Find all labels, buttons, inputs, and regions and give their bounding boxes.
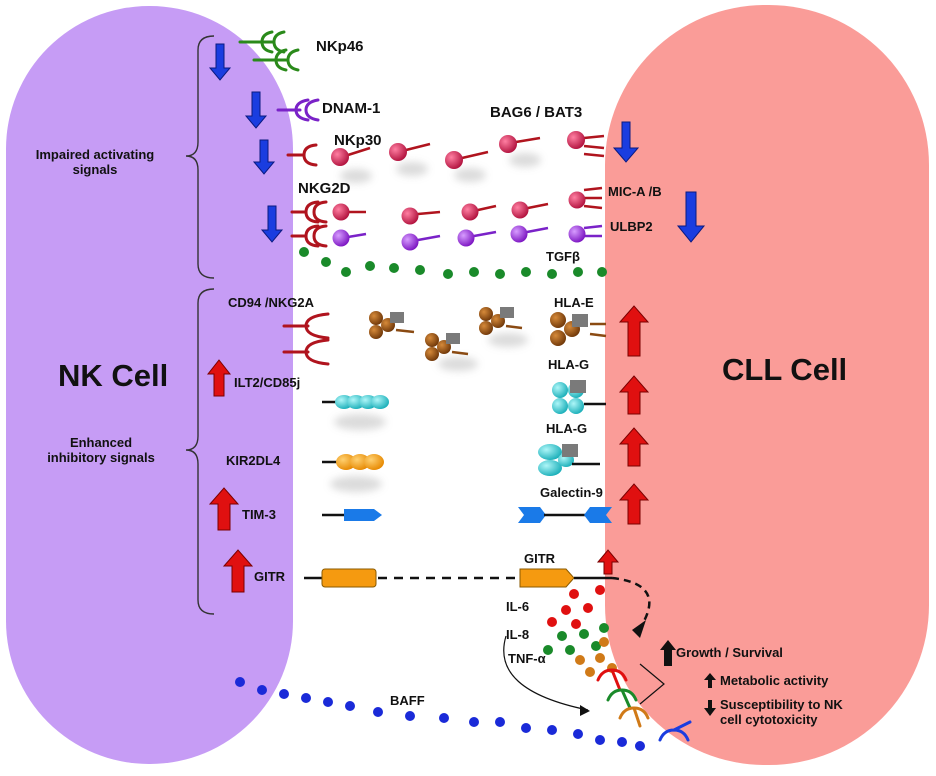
metabolic-activity-label: Metabolic activity: [720, 673, 829, 688]
down-arrows: [208, 43, 706, 243]
down-arrow-icon: [244, 91, 268, 129]
galectin9-label: Galectin-9: [540, 485, 603, 500]
cd94-nkg2a-receptor: [282, 312, 330, 366]
down-arrow-icon: [676, 191, 706, 243]
kir2dl4-receptor: [322, 454, 384, 470]
il6-label: IL-6: [506, 599, 530, 614]
nkp46-label: NKp46: [316, 38, 364, 55]
gitr-cll-label: GITR: [524, 551, 556, 566]
effects-bracket: [639, 663, 665, 705]
cytokine-receptors: [596, 668, 692, 742]
down-arrow-icon: [260, 205, 284, 243]
dnam1-receptor: [276, 98, 320, 122]
bag6-ligands: [331, 131, 605, 169]
up-arrow-icon: [618, 427, 650, 467]
down-arrow-icon: [252, 139, 276, 175]
up-arrow-icon: [618, 305, 650, 357]
hla-e-label: HLA-E: [554, 295, 594, 310]
gitr-interaction: [304, 568, 651, 638]
ilt2-label: ILT2/CD85j: [234, 375, 301, 390]
up-arrow-icon: [660, 640, 676, 666]
tgfb-label: TGFβ: [546, 249, 580, 264]
nkg2d-receptor: [290, 200, 328, 248]
enhanced-inhibitory-label: Enhanced inhibitory signals: [47, 435, 155, 465]
inhibitory-bracket: [185, 288, 215, 615]
activating-bracket: [185, 35, 215, 279]
hla-g-label-1: HLA-G: [548, 357, 590, 372]
hla-g-1-complex: [552, 380, 606, 414]
tgfb-dots: [299, 247, 607, 279]
il6-dots: [547, 585, 605, 629]
tim3-label: TIM-3: [242, 507, 276, 522]
growth-survival-label: Growth / Survival: [676, 645, 783, 660]
ilt2-receptor: [322, 395, 389, 409]
ulbp2-ligands: [332, 224, 603, 251]
down-arrow-icon: [208, 43, 232, 81]
ulbp2-label: ULBP2: [610, 219, 653, 234]
gitr-nk-label: GITR: [254, 569, 286, 584]
up-arrow-icon: [618, 375, 650, 415]
nkp30-label: NKp30: [334, 132, 382, 149]
up-arrow-icon: [596, 549, 620, 575]
hla-e-complexes: [369, 307, 607, 361]
down-arrow-icon: [612, 121, 640, 163]
up-arrows: [206, 305, 650, 593]
up-arrow-icon: [206, 359, 232, 397]
hla-g-2-complex: [538, 444, 600, 476]
nk-cell-body: [6, 6, 293, 764]
mica-ligands: [332, 186, 603, 225]
impaired-activating-label: Impaired activating signals: [35, 147, 155, 177]
effect-arrows: [660, 640, 716, 716]
mica-label: MIC-A /B: [608, 184, 662, 199]
up-arrow-icon: [208, 487, 240, 531]
baff-label: BAFF: [390, 693, 425, 708]
hla-g-label-2: HLA-G: [546, 421, 588, 436]
up-arrow-icon: [222, 549, 254, 593]
cll-cell-label: CLL Cell: [722, 352, 848, 387]
tnfa-label: TNF-α: [508, 651, 546, 666]
kir2dl4-label: KIR2DL4: [226, 453, 281, 468]
dnam1-label: DNAM-1: [322, 100, 381, 117]
il8-label: IL-8: [506, 627, 530, 642]
baff-dots: [235, 677, 645, 751]
galectin9-ligand: [518, 507, 612, 523]
up-arrow-icon: [704, 673, 716, 688]
nkp30-receptor: [286, 143, 318, 167]
up-arrow-icon: [618, 483, 650, 525]
susceptibility-label: Susceptibility to NK cell cytotoxicity: [720, 697, 843, 727]
cytokine-flow-arrow: [503, 635, 589, 711]
nkg2d-label: NKG2D: [298, 180, 351, 197]
nk-cell-label: NK Cell: [58, 358, 169, 393]
bag6-label: BAG6 / BAT3: [490, 104, 583, 121]
cd94-nkg2a-label: CD94 /NKG2A: [228, 295, 314, 310]
tim3-receptor: [322, 509, 382, 521]
nkp46-receptor: [238, 30, 300, 72]
shadow-layer: [330, 153, 541, 492]
il8-dots: [543, 623, 609, 655]
down-arrow-icon: [704, 700, 716, 716]
